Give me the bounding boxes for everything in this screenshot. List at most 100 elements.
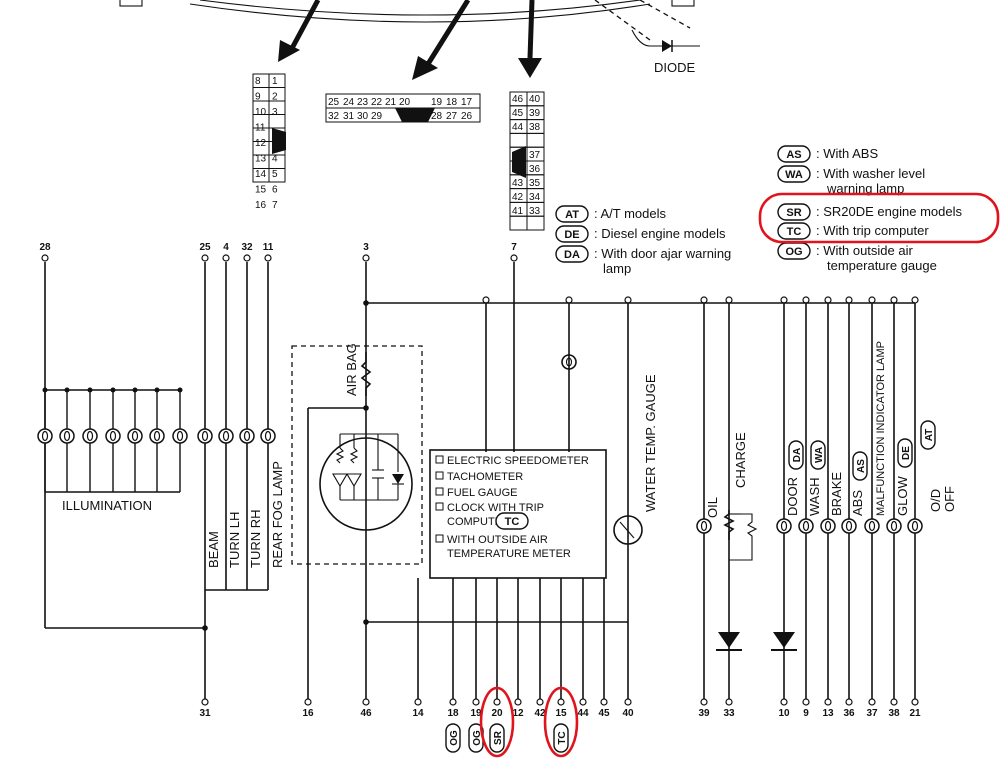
lamp-icon xyxy=(172,428,188,444)
legend-code-da: DA xyxy=(555,245,589,263)
lamp-ring xyxy=(907,518,923,534)
pin-terminal xyxy=(243,254,251,262)
meter-box xyxy=(429,449,607,579)
lamp-ring xyxy=(798,518,814,534)
lamp-filament xyxy=(41,430,49,442)
connector-key xyxy=(272,128,286,154)
off-label: OFF xyxy=(942,486,957,512)
connector-cell xyxy=(509,215,528,231)
bus-terminal xyxy=(565,296,573,304)
abs-label: ABS xyxy=(850,490,865,516)
connector-pin: 19 xyxy=(431,97,443,108)
door-label: DOOR xyxy=(785,477,800,516)
pin-label: 4 xyxy=(223,242,229,253)
pin-label: 37 xyxy=(866,708,878,719)
connector-pin: 27 xyxy=(446,111,458,122)
lamp-filament xyxy=(201,430,209,442)
pin-terminal xyxy=(201,698,209,706)
tag-outline xyxy=(489,723,505,753)
tag-code: OG xyxy=(472,730,483,746)
bottom-code-og: OG xyxy=(445,723,461,753)
lamp-ring xyxy=(696,518,712,534)
connector-pin: 37 xyxy=(529,150,541,161)
pin-label: 38 xyxy=(888,708,900,719)
pin-terminal xyxy=(557,698,565,706)
connector-cell xyxy=(268,168,286,183)
legend-code-tc: TC xyxy=(777,222,811,240)
pin-label: 28 xyxy=(39,242,51,253)
tag-code: WA xyxy=(785,169,803,181)
tag-glow: DE xyxy=(897,438,913,468)
pin-label: 11 xyxy=(263,242,274,253)
legend-text: : With door ajar warning xyxy=(594,246,731,261)
tag-outline xyxy=(777,165,811,183)
pin-label: 9 xyxy=(803,708,809,719)
legend-text: : With washer level xyxy=(816,166,925,181)
illumination-lamps xyxy=(37,387,188,492)
pin-terminal xyxy=(624,698,632,706)
air-bag-label: AIR BAG xyxy=(344,343,359,396)
connector-pin: 23 xyxy=(357,97,369,108)
highlight-legend xyxy=(758,192,1000,244)
pin-terminal xyxy=(41,254,49,262)
lamp-ring xyxy=(260,428,276,444)
bus-terminal xyxy=(802,296,810,304)
connector-pin: 18 xyxy=(446,97,458,108)
tag-code: TC xyxy=(505,516,520,528)
connector-pin: 13 xyxy=(255,154,267,165)
connector-pin: 6 xyxy=(272,185,278,196)
junction xyxy=(132,387,138,393)
pin-label: 25 xyxy=(199,242,211,253)
connector-pin: 4 xyxy=(272,154,278,165)
pin-label: 21 xyxy=(909,708,921,719)
meter-code-tc: TC xyxy=(495,512,529,530)
pin-terminal xyxy=(780,698,788,706)
connector-pin: 15 xyxy=(255,185,267,196)
lamp-icon xyxy=(260,428,276,444)
tag-outline xyxy=(555,225,589,243)
pin-terminal xyxy=(845,698,853,706)
pin-terminal xyxy=(514,698,522,706)
pin-terminal xyxy=(264,254,272,262)
junction xyxy=(110,387,116,393)
checkbox-icon xyxy=(435,455,444,464)
od-label: O/D xyxy=(928,489,943,512)
connector-key xyxy=(395,108,435,122)
lamp-ring xyxy=(841,518,857,534)
pin-label: 46 xyxy=(360,708,372,719)
bottom-code-tc: TC xyxy=(553,723,569,753)
lamp-ring xyxy=(149,428,165,444)
connector-pin: 32 xyxy=(328,111,340,122)
legend-text: lamp xyxy=(603,261,631,276)
pin-terminal xyxy=(493,698,501,706)
lamp-filament xyxy=(845,520,853,532)
lamp-icon xyxy=(841,518,857,534)
connector-pin: 17 xyxy=(461,97,473,108)
diode-symbol xyxy=(594,0,700,52)
pin-label: 10 xyxy=(778,708,790,719)
connector-pin: 28 xyxy=(431,111,443,122)
tag-outline xyxy=(495,512,529,530)
bus-terminal xyxy=(780,296,788,304)
lamp-filament xyxy=(700,520,708,532)
lamp-ring xyxy=(776,518,792,534)
legend-code-wa: WA xyxy=(777,165,811,183)
connector-pin: 8 xyxy=(255,76,261,87)
lamp-icon xyxy=(127,428,143,444)
lamp-filament xyxy=(131,430,139,442)
pin-label: 19 xyxy=(470,708,482,719)
tag-code: SR xyxy=(786,207,801,219)
meter-item: TEMPERATURE METER xyxy=(447,548,571,560)
tag-abs: AS xyxy=(852,451,868,481)
bus-terminal xyxy=(482,296,490,304)
junction xyxy=(154,387,160,393)
connector-cell xyxy=(509,132,528,148)
tag-outline xyxy=(920,420,936,450)
tag-outline xyxy=(445,723,461,753)
tag-code: TC xyxy=(787,226,802,238)
meter-item: WITH OUTSIDE AIR xyxy=(447,534,548,546)
